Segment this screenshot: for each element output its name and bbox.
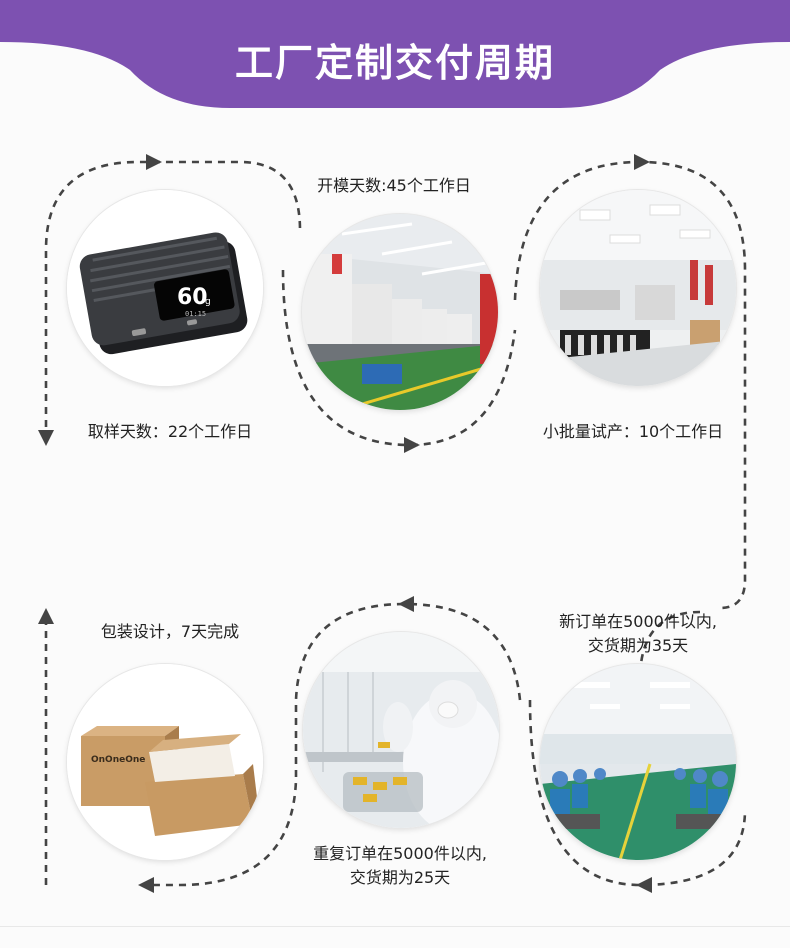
assembly-line-photo [540,664,736,860]
power-bank-product-icon: 60 g 01:15 [67,190,263,386]
step-4-image [540,664,736,860]
step-1-caption: 取样天数：22个工作日 [87,422,253,441]
step-6-caption: 包装设计，7天完成 [100,622,240,641]
arrow-right-icon [634,154,650,170]
step-6-image: OnOneOne [67,664,263,860]
step-1-image: 60 g 01:15 [67,190,263,386]
injection-molding-workshop-photo [302,214,498,410]
arrow-left-icon [138,877,154,893]
lab-room-photo [540,190,736,386]
arrow-right-icon [146,154,162,170]
step-2-caption: 开模天数:45个工作日 [317,176,471,195]
step-5-caption-line-1: 重复订单在5000件以内, [313,844,487,863]
cleanroom-worker-photo [303,632,499,828]
header-background [0,0,790,108]
step-3-image [540,190,736,386]
step-4-caption-line-2: 交货期为35天 [587,636,689,655]
box-brand-text: OnOneOne [91,755,145,765]
arrow-right-icon [404,437,420,453]
kraft-box-packaging-photo: OnOneOne [67,664,263,860]
arrow-left-icon [398,596,414,612]
header-banner: 工厂定制交付周期 [0,0,790,110]
arrow-down-icon [38,430,54,446]
step-5-caption-line-2: 交货期为25天 [349,868,451,887]
footer-divider [0,926,790,927]
arrow-up-icon [38,608,54,624]
page-title: 工厂定制交付周期 [234,41,555,85]
display-value: 60 [177,285,208,310]
step-5-image [303,632,499,828]
step-3-caption: 小批量试产：10个工作日 [542,422,724,441]
arrow-left-icon [636,877,652,893]
step-2-image [302,214,498,410]
display-unit: g [205,297,211,307]
step-4-caption-line-1: 新订单在5000件以内, [559,612,717,631]
display-sub: 01:15 [185,310,206,318]
